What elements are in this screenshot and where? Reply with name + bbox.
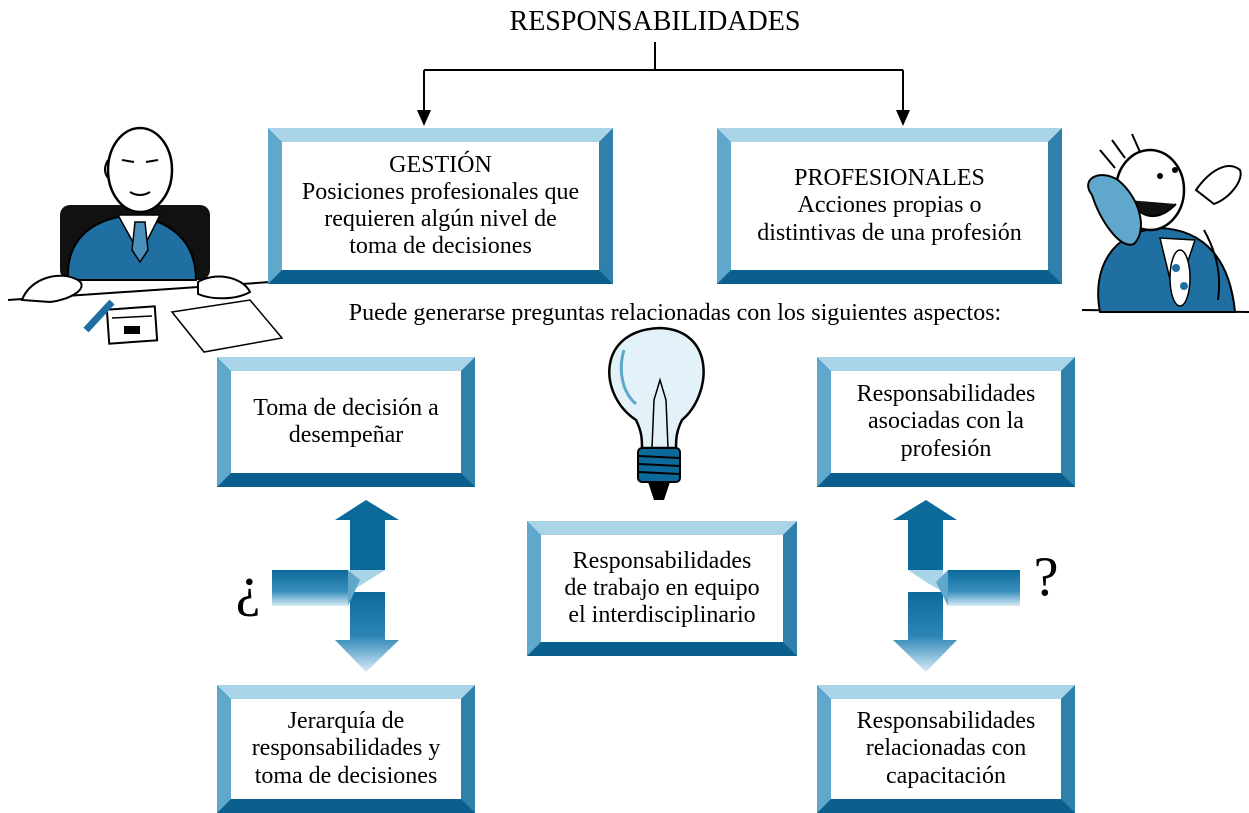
toma-decision-box: Toma de decisión a desempeñar — [217, 357, 475, 487]
profesionales-box: PROFESIONALES Acciones propias o distint… — [717, 128, 1062, 284]
box-line: de trabajo en equipo — [564, 574, 760, 601]
profesionales-line: Acciones propias o — [797, 192, 982, 219]
equipo-box: Responsabilidades de trabajo en equipo e… — [527, 521, 797, 656]
box-line: relacionadas con — [865, 735, 1027, 762]
man-on-phone-icon — [1081, 133, 1249, 313]
double-arrow-left-icon — [272, 500, 399, 672]
profesionales-line: distintivas de una profesión — [757, 219, 1022, 246]
box-line: el interdisciplinario — [568, 602, 756, 629]
diagram-title: RESPONSABILIDADES — [509, 6, 801, 37]
gestion-line: toma de decisiones — [349, 233, 532, 260]
jerarquia-box: Jerarquía de responsabilidades y toma de… — [217, 685, 475, 813]
double-arrow-right-icon — [893, 500, 1020, 672]
arrow-down-icon — [417, 110, 431, 126]
box-line: responsabilidades y — [251, 735, 441, 762]
box-line: toma de decisiones — [254, 762, 438, 789]
gestion-heading: GESTIÓN — [389, 151, 492, 178]
gestion-box: GESTIÓN Posiciones profesionales que req… — [268, 128, 613, 284]
box-line: capacitación — [886, 762, 1006, 789]
asociadas-box: Responsabilidades asociadas con la profe… — [817, 357, 1075, 487]
box-line: desempeñar — [288, 422, 404, 448]
question-mark-close: ? — [1033, 546, 1059, 608]
capacitacion-box: Responsabilidades relacionadas con capac… — [817, 685, 1075, 813]
arrow-down-icon — [896, 110, 910, 126]
light-bulb-icon — [608, 326, 705, 500]
box-line: Responsabilidades — [856, 381, 1036, 408]
profesionales-heading: PROFESIONALES — [794, 165, 985, 192]
gestion-line: Posiciones profesionales que — [301, 178, 580, 205]
question-mark-open: ¿ — [235, 556, 261, 618]
box-line: asociadas con la — [868, 408, 1024, 435]
title-connector — [417, 42, 910, 126]
box-line: Toma de decisión a — [253, 394, 439, 421]
gestion-line: requieren algún nivel de — [324, 206, 557, 232]
box-line: Responsabilidades — [856, 708, 1036, 735]
manager-at-desk-icon — [7, 126, 301, 353]
box-line: Jerarquía de — [287, 708, 405, 735]
diagram-subtitle: Puede generarse preguntas relacionadas c… — [348, 300, 1002, 326]
box-line: Responsabilidades — [572, 547, 752, 574]
box-line: profesión — [900, 435, 992, 462]
